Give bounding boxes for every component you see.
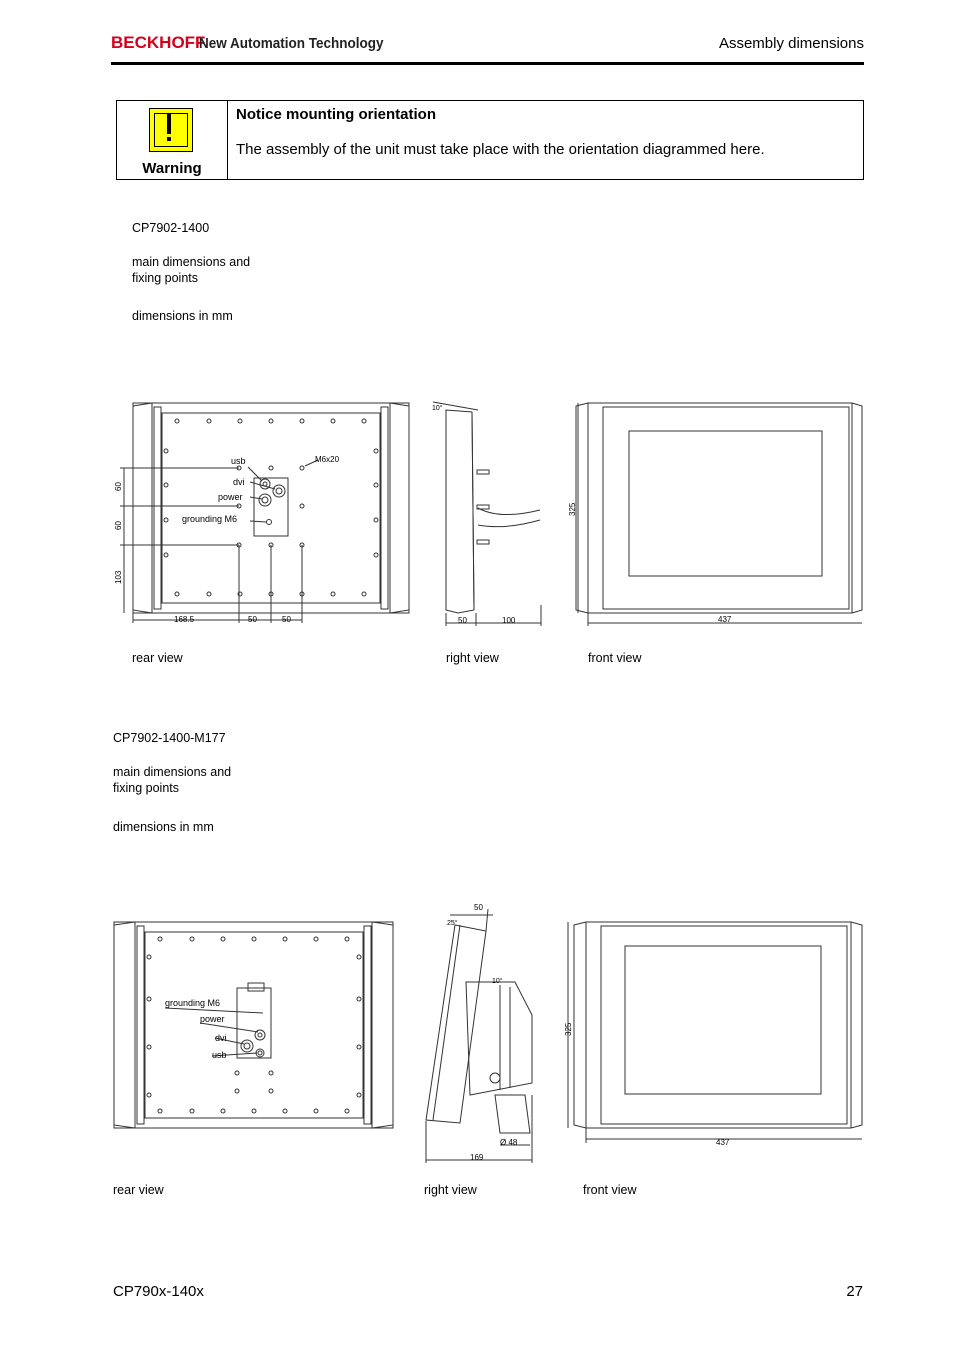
d2-dim-a10: 10° xyxy=(492,977,503,985)
drawing2-front-view xyxy=(567,921,863,1143)
d2-dim-a25: 25° xyxy=(447,919,458,927)
d1-dim-angle: 10° xyxy=(432,404,443,412)
warning-box: Warning Notice mounting orientation The … xyxy=(116,100,864,180)
drawing2-model: CP7902-1400-M177 xyxy=(113,731,226,745)
d2-dim-top50: 50 xyxy=(474,903,483,912)
d2-dim-169: 169 xyxy=(470,1153,484,1162)
d1-dim-r100: 100 xyxy=(502,616,516,625)
brand-logo: BECKHOFF xyxy=(111,33,206,52)
d1-dim-r50: 50 xyxy=(458,616,467,625)
d2-dim-325: 325 xyxy=(564,1022,573,1036)
drawing1-front-view xyxy=(575,402,863,626)
d2-label-grounding: grounding M6 xyxy=(165,998,220,1008)
drawing1-subtitle-1: main dimensions and xyxy=(132,255,251,269)
drawing1-front-caption: front view xyxy=(588,651,642,665)
drawing1-technical-drawing: usb dvi power grounding M6 M6x20 60 60 1… xyxy=(114,401,863,626)
d1-label-m6x20: M6x20 xyxy=(315,455,340,464)
drawing2-rear-view xyxy=(113,921,394,1129)
warning-title: Notice mounting orientation xyxy=(236,106,436,123)
drawing1-rear-caption: rear view xyxy=(132,651,183,665)
d2-label-dvi: dvi xyxy=(215,1033,227,1043)
d1-label-dvi: dvi xyxy=(233,477,245,487)
d1-dim-325: 325 xyxy=(568,502,577,516)
d2-label-power: power xyxy=(200,1014,225,1024)
drawing1-model: CP7902-1400 xyxy=(132,221,210,235)
d1-dim-50b: 50 xyxy=(282,615,291,624)
drawing1-right-view xyxy=(432,401,542,626)
drawing1-units: dimensions in mm xyxy=(132,309,233,323)
d1-label-power: power xyxy=(218,492,243,502)
d1-label-grounding: grounding M6 xyxy=(182,514,237,524)
exclamation-warning-icon xyxy=(149,108,193,152)
drawing2-right-view xyxy=(425,908,533,1163)
drawing2-technical-drawing: grounding M6 power dvi usb 50 25° 10° Ø … xyxy=(113,903,863,1163)
d2-dim-dia48: Ø 48 xyxy=(500,1138,518,1147)
warning-label: Warning xyxy=(142,160,202,177)
drawing2-subtitle-2: fixing points xyxy=(113,781,180,795)
drawing2-right-caption: right view xyxy=(424,1183,477,1197)
d2-dim-437: 437 xyxy=(716,1138,730,1147)
brand-tagline: New Automation Technology xyxy=(199,35,384,52)
warning-text: The assembly of the unit must take place… xyxy=(236,141,765,158)
footer-page-number: 27 xyxy=(846,1283,863,1300)
drawing2-front-caption: front view xyxy=(583,1183,637,1197)
warning-icon-cell: Warning xyxy=(117,101,228,179)
footer-document-name: CP790x-140x xyxy=(113,1283,204,1300)
header-rule xyxy=(111,62,864,65)
drawing1-subtitle-2: fixing points xyxy=(132,271,199,285)
d1-dim-60b: 60 xyxy=(114,521,123,530)
drawing2-subtitle-1: main dimensions and xyxy=(113,765,232,779)
d1-label-usb: usb xyxy=(231,456,246,466)
d1-dim-103: 103 xyxy=(114,570,123,584)
d1-dim-50a: 50 xyxy=(248,615,257,624)
drawing1-rear-view xyxy=(120,402,410,623)
d1-dim-168: 168.5 xyxy=(174,615,195,624)
d1-dim-437: 437 xyxy=(718,615,732,624)
drawing2-rear-caption: rear view xyxy=(113,1183,164,1197)
drawing1-right-caption: right view xyxy=(446,651,499,665)
d2-label-usb: usb xyxy=(212,1050,227,1060)
section-title: Assembly dimensions xyxy=(718,35,864,52)
d1-dim-60a: 60 xyxy=(114,482,123,491)
drawing2-units: dimensions in mm xyxy=(113,820,214,834)
